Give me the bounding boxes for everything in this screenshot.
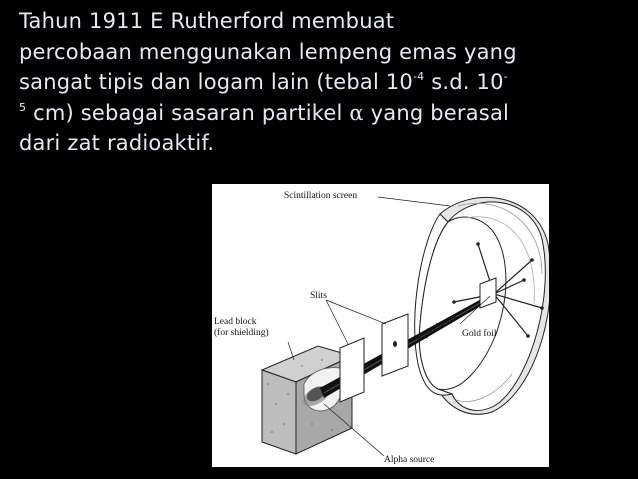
exponent-five: 5	[19, 100, 27, 114]
text-line-3: sangat tipis dan logam lain (tebal 10-4 …	[19, 67, 629, 98]
slit-plate-front	[339, 337, 365, 403]
label-alpha-source: Alpha source	[384, 455, 434, 465]
label-slits: Slits	[310, 291, 327, 301]
slit-plate-rear	[381, 313, 409, 377]
label-leaders	[287, 196, 491, 457]
exponent-minus-four: -4	[412, 70, 425, 83]
text-line-4: 5 cm) sebagai sasaran partikel α yang be…	[19, 98, 629, 129]
text-line-5: dari zat radioaktif.	[19, 131, 215, 155]
text-line-4-part-a: cm) sebagai sasaran partikel	[26, 100, 350, 125]
label-for-shielding: (for shielding)	[214, 327, 269, 338]
rutherford-apparatus-diagram: Scintillation screen Slits Lead block (f…	[214, 191, 549, 465]
label-lead-block: Lead block	[214, 317, 257, 327]
scintillation-screen	[414, 196, 549, 415]
exponent-minus: -	[503, 70, 508, 83]
gold-foil	[479, 277, 497, 309]
scintillation-dots	[452, 242, 544, 338]
text-line-4-part-b: yang berasal	[363, 100, 510, 125]
text-line-2: percobaan menggunakan lempeng emas yang	[19, 39, 517, 64]
text-line-3-part-b: s.d. 10	[424, 70, 504, 94]
label-scintillation-screen: Scintillation screen	[284, 191, 357, 201]
slide-body-text: Tahun 1911 E Rutherford membuat percobaa…	[19, 6, 629, 159]
alpha-symbol: α	[349, 100, 364, 125]
text-line-1: Tahun 1911 E Rutherford membuat	[19, 9, 395, 33]
text-line-3-part-a: sangat tipis dan logam lain (tebal 10	[19, 70, 413, 94]
rutherford-experiment-figure: Scintillation screen Slits Lead block (f…	[212, 184, 549, 467]
label-gold-foil: Gold foil	[462, 328, 497, 339]
